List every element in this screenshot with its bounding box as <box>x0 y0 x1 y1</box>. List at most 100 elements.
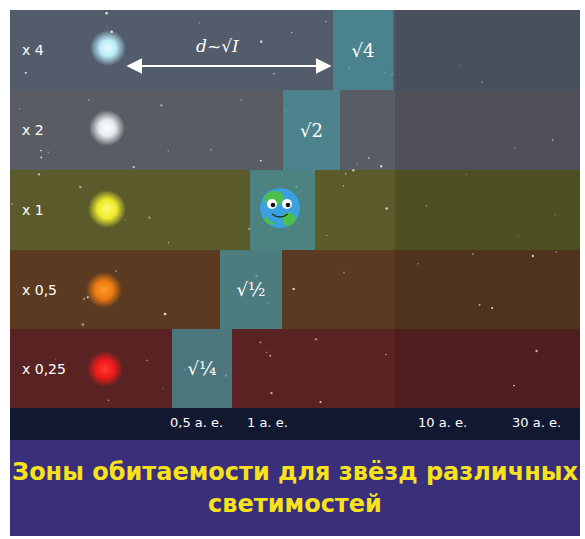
star-dot <box>240 99 242 101</box>
star-dot <box>291 32 293 34</box>
star-dot <box>210 149 211 150</box>
star-dot <box>11 203 13 205</box>
star-dot <box>343 185 344 186</box>
star-dot <box>352 169 354 171</box>
axis-strip <box>10 408 580 440</box>
star-dot <box>466 174 467 175</box>
star-dot <box>168 242 169 243</box>
distance-formula: d~√I <box>196 36 239 56</box>
star-dot <box>385 354 386 355</box>
star-dot <box>555 251 557 253</box>
habitable-zone-box: √½ <box>220 250 282 329</box>
star-dot <box>269 355 271 357</box>
star-dot <box>319 401 321 403</box>
star-dot <box>105 12 108 15</box>
star-dot <box>160 104 162 106</box>
diagram-title: Зоны обитаемости для звёзд различных све… <box>10 456 580 520</box>
star-dot <box>115 270 116 271</box>
axis-tick-label: 30 а. е. <box>512 415 561 430</box>
star-dot <box>25 72 27 74</box>
star-dot <box>273 73 275 75</box>
star-dot <box>357 163 358 164</box>
star-blue <box>90 30 126 66</box>
luminosity-band: x 0,25 √¼ <box>10 329 580 408</box>
star-dot <box>270 392 273 395</box>
star-dot <box>555 214 556 215</box>
star-dot <box>535 350 537 352</box>
star-dot <box>326 235 327 236</box>
star-dot <box>146 359 148 361</box>
star-dot <box>88 99 90 101</box>
star-dot <box>199 22 200 23</box>
luminosity-label: x 0,5 <box>22 282 57 298</box>
earth-icon <box>260 188 300 228</box>
star-dot <box>417 263 418 264</box>
distance-arrow <box>128 65 330 67</box>
habitable-zone-box <box>250 170 315 250</box>
star-dot <box>164 313 167 316</box>
luminosity-band: x 4 √4 <box>10 10 580 90</box>
star-dot <box>260 160 262 162</box>
star-dot <box>380 165 382 167</box>
luminosity-label: x 0,25 <box>22 361 66 377</box>
luminosity-label: x 4 <box>22 42 44 58</box>
star-dot <box>345 173 347 175</box>
star-dot <box>83 298 86 301</box>
band-shade <box>395 10 580 408</box>
axis-tick-label: 10 а. е. <box>418 415 467 430</box>
star-orange <box>86 272 122 308</box>
star-dot <box>260 40 263 43</box>
star-dot <box>148 217 150 219</box>
habitable-zone-box: √2 <box>283 90 340 170</box>
luminosity-label: x 2 <box>22 122 44 138</box>
star-dot <box>55 359 56 360</box>
star-dot <box>426 205 427 206</box>
luminosity-band: x 1 <box>10 170 580 250</box>
habitable-zone-box: √¼ <box>172 329 232 408</box>
luminosity-label: x 1 <box>22 202 44 218</box>
sqrt-label: √¼ <box>188 358 217 379</box>
title-panel <box>10 440 580 536</box>
axis-tick-label: 0,5 а. е. <box>170 415 223 430</box>
star-dot <box>79 186 82 189</box>
star-dot <box>107 26 108 27</box>
star-dot <box>368 157 370 159</box>
star-dot <box>459 65 460 66</box>
star-dot <box>40 150 42 152</box>
star-dot <box>491 307 493 309</box>
star-dot <box>266 351 268 353</box>
luminosity-band: x 0,5 √½ <box>10 250 580 329</box>
star-dot <box>325 21 327 23</box>
sqrt-label: √4 <box>352 40 375 61</box>
star-dot <box>162 388 163 389</box>
star-yellow <box>88 190 126 228</box>
star-dot <box>513 385 515 387</box>
habitable-zone-box: √4 <box>333 10 393 90</box>
star-dot <box>82 323 85 326</box>
star-dot <box>315 338 318 341</box>
luminosity-band: x 2 √2 <box>10 90 580 170</box>
star-dot <box>481 81 483 83</box>
star-dot <box>108 399 110 401</box>
star-dot <box>514 147 515 148</box>
star-dot <box>259 341 261 343</box>
star-field <box>11 12 557 403</box>
star-dot <box>292 288 294 290</box>
band-grounds <box>10 10 580 408</box>
star-red <box>87 351 123 387</box>
star-dot <box>167 150 169 152</box>
star-dot <box>133 166 135 168</box>
star-dot <box>472 253 474 255</box>
sqrt-label: √2 <box>300 120 323 141</box>
star-dot <box>385 207 388 210</box>
star-dot <box>19 108 20 109</box>
star-dot <box>343 271 345 273</box>
star-dot <box>40 156 42 158</box>
star-dot <box>532 255 534 257</box>
sqrt-label: √½ <box>237 279 266 300</box>
star-dot <box>124 219 126 221</box>
star-dot <box>552 139 554 141</box>
star-dot <box>48 151 49 152</box>
star-white <box>89 110 125 146</box>
